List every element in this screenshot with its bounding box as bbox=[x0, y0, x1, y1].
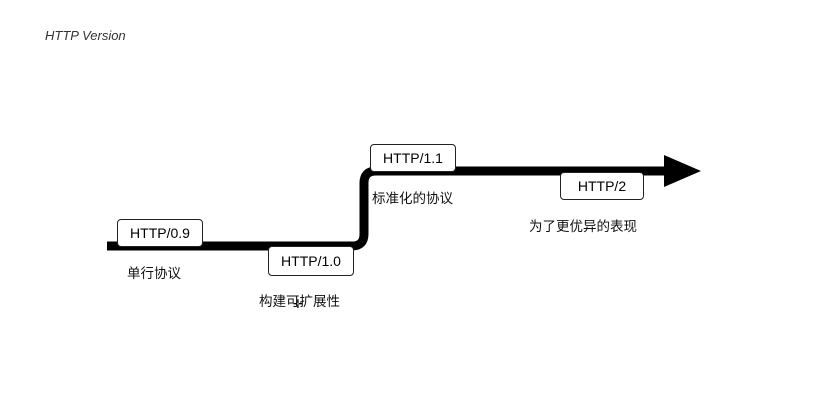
version-box-http-0-9: HTTP/0.9 bbox=[117, 219, 203, 247]
caption-http-2: 为了更优异的表现 bbox=[529, 219, 637, 235]
page-title: HTTP Version bbox=[45, 28, 126, 43]
version-box-http-1-1: HTTP/1.1 bbox=[370, 144, 456, 172]
version-box-http-2: HTTP/2 bbox=[560, 172, 644, 200]
arrow-head-icon bbox=[664, 155, 701, 187]
caption-http-0-9: 单行协议 bbox=[127, 266, 181, 282]
caption-http-1-0: 构建可扩展性 bbox=[259, 294, 340, 310]
caption-http-1-1: 标准化的协议 bbox=[372, 191, 453, 207]
evolution-path-line bbox=[107, 166, 668, 251]
version-box-http-1-0: HTTP/1.0 bbox=[268, 246, 354, 276]
crosshair-cursor-icon: ✛ bbox=[293, 297, 304, 311]
